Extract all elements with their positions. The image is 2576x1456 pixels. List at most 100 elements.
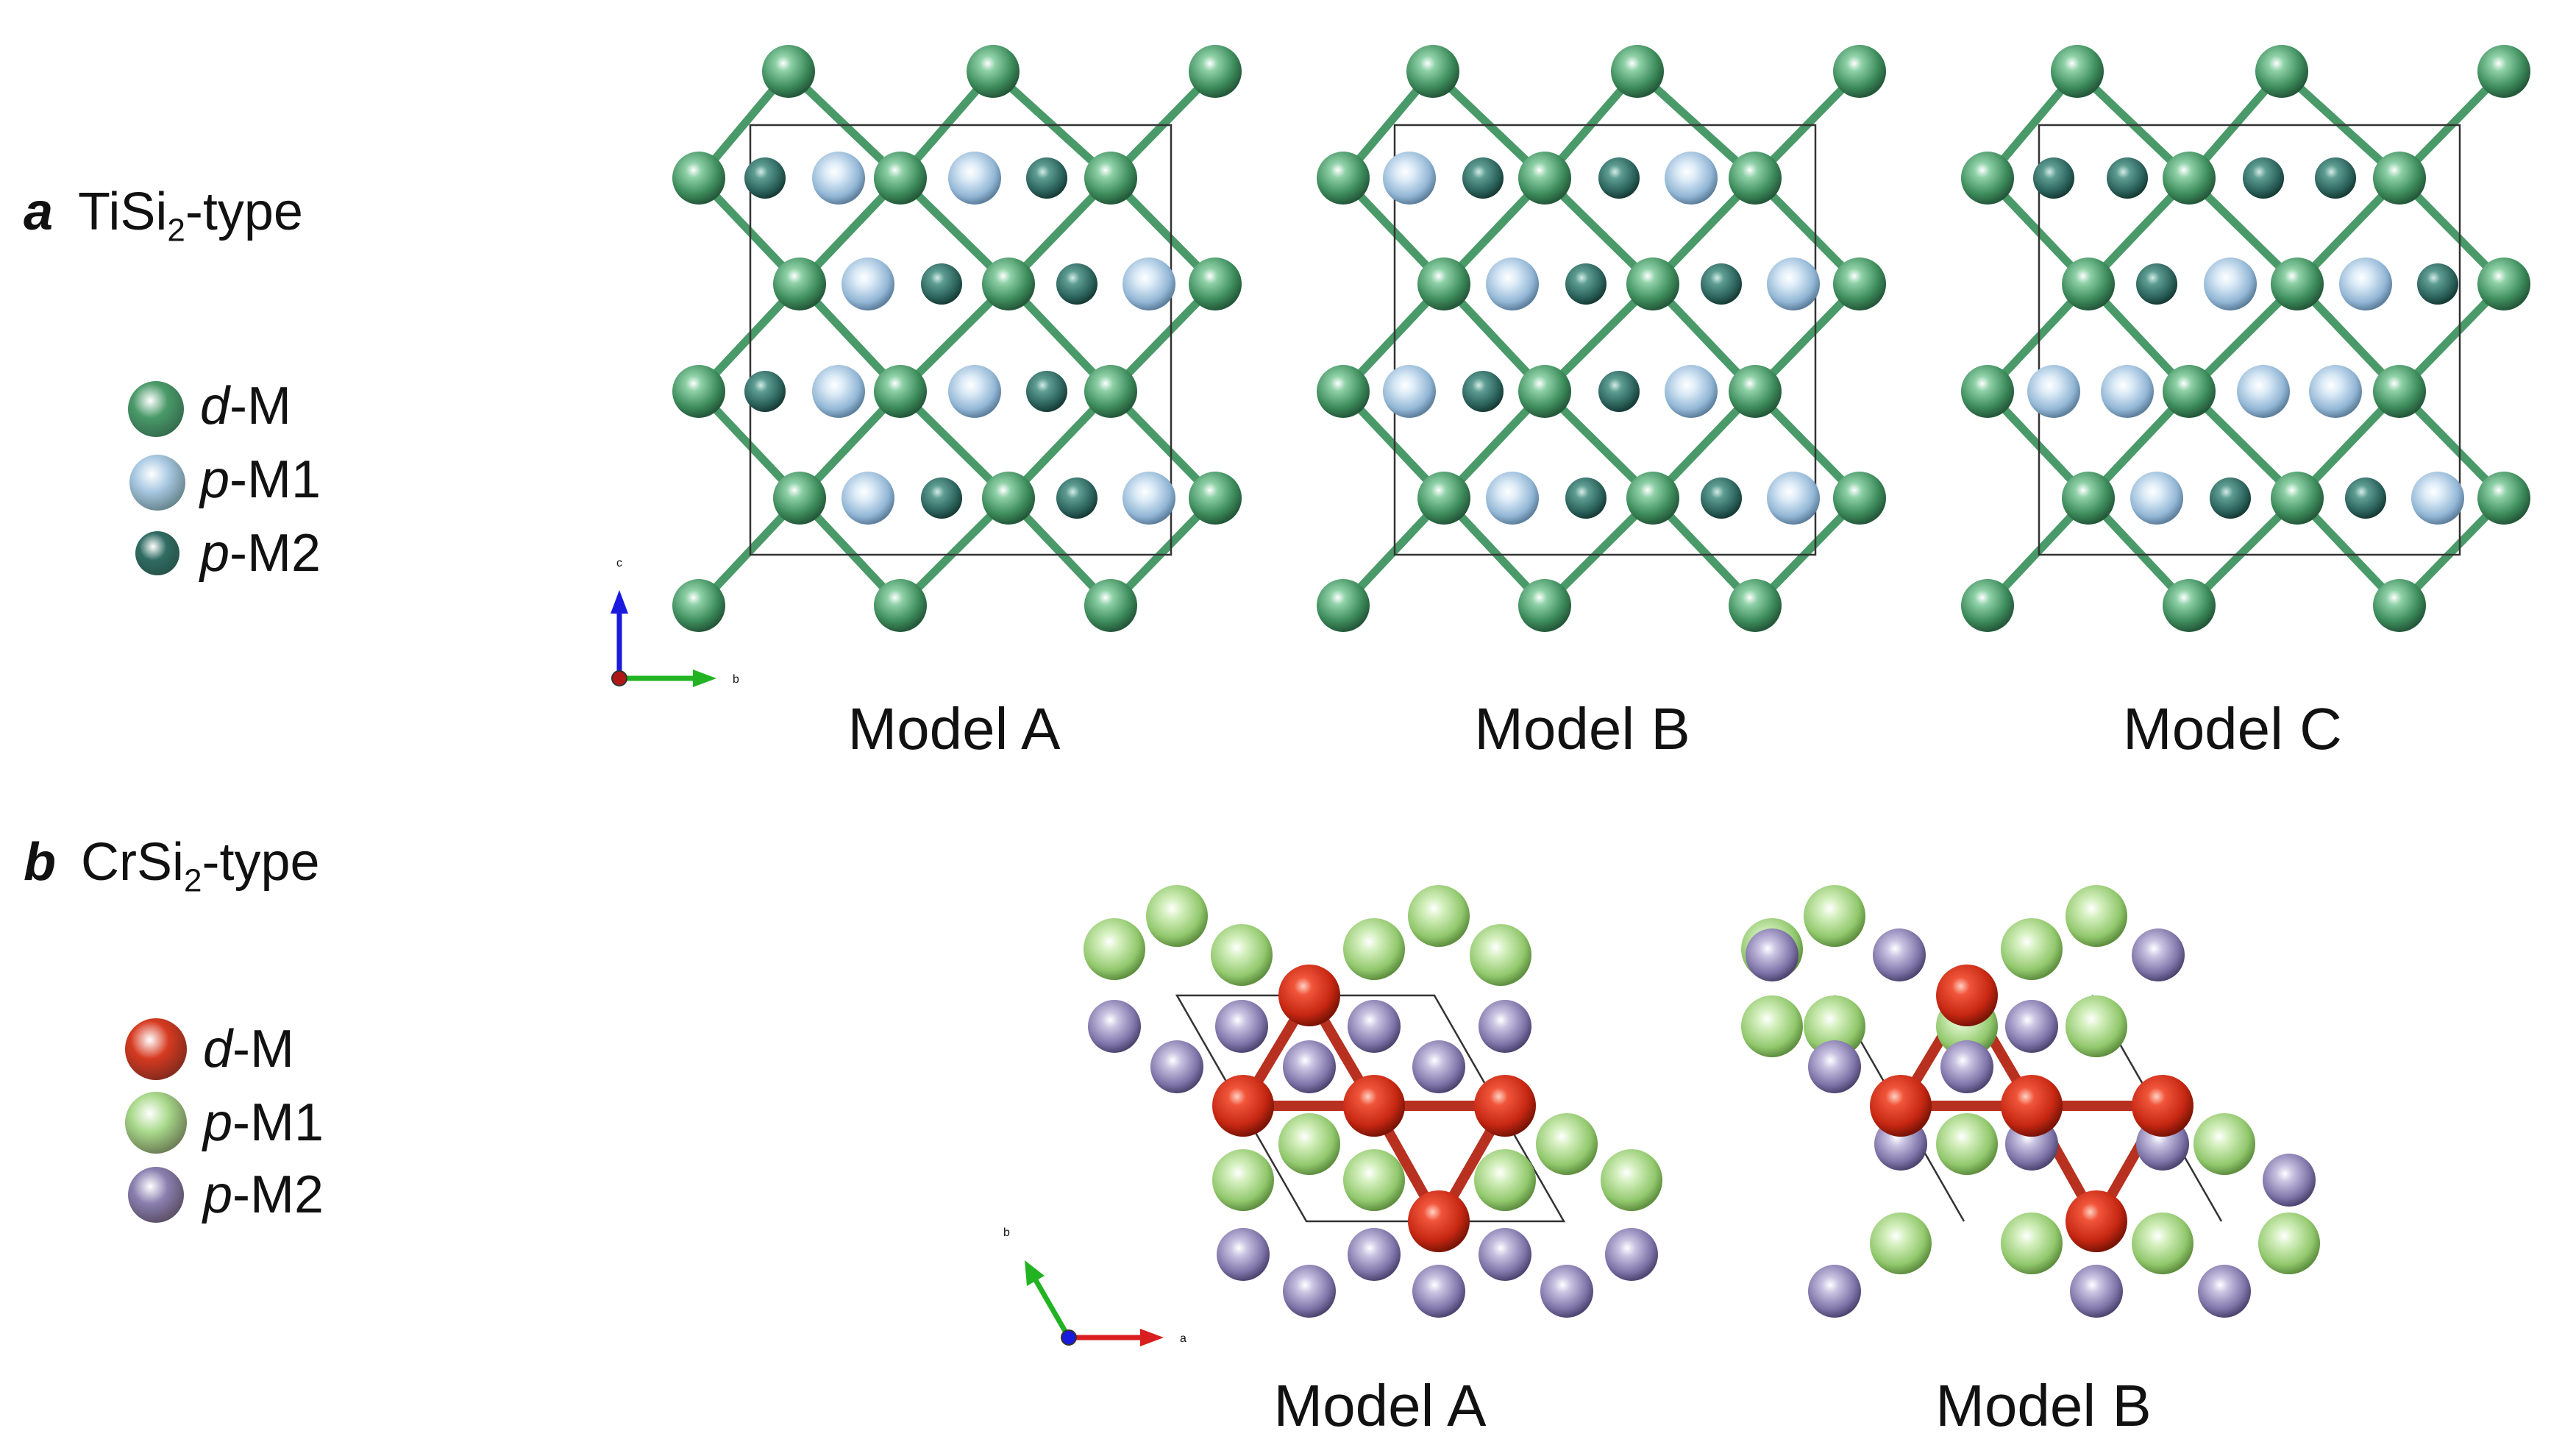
d-m-atom	[1833, 45, 1886, 98]
p-m1-atom	[2130, 472, 2183, 525]
legend-b-row-d-m: d-M	[203, 1023, 294, 1076]
d-m-atom	[874, 365, 927, 418]
p-m2-atom	[2107, 157, 2148, 199]
d-m-atom	[2062, 258, 2115, 310]
legend-a-p-m1-label: -M1	[230, 450, 321, 509]
p-m1-atom	[1383, 365, 1436, 418]
d-m-atom	[1961, 579, 2014, 632]
d-m-atom	[762, 45, 815, 98]
p-m2-atom	[2210, 477, 2251, 519]
d-m-atom	[1729, 152, 1782, 205]
axis-label-a: a	[1180, 1332, 1186, 1345]
legend-b-d-m-italic: d	[203, 1020, 233, 1079]
model-caption-b-2: Model B	[1935, 1373, 2151, 1438]
legend-a-d-m-label: -M	[230, 377, 291, 436]
d-m-atom	[1833, 472, 1886, 525]
p-m1-atom	[2027, 365, 2080, 418]
legend-b-row-p-m2: p-M2	[203, 1168, 324, 1221]
p-m1-atom	[1146, 885, 1208, 947]
d-m-atom	[1518, 579, 1571, 632]
d-m-atom	[1518, 365, 1571, 418]
p-m2-atom	[2136, 263, 2177, 305]
p-m2-atom	[1701, 263, 1742, 305]
d-m-atom	[2062, 472, 2115, 525]
d-m-atom	[2001, 1075, 2063, 1137]
p-m2-atom	[1940, 1040, 1993, 1093]
p-m2-atom	[1462, 157, 1504, 199]
p-m1-atom	[2258, 1212, 2320, 1274]
legend-b-d-m-label: -M	[232, 1020, 294, 1079]
p-m2-atom	[1217, 1228, 1270, 1281]
panel-b-letter: b	[24, 833, 56, 892]
p-m1-atom	[1343, 1149, 1405, 1211]
p-m2-atom	[1026, 157, 1067, 199]
d-m-atom	[1189, 45, 1242, 98]
d-m-atom	[2271, 472, 2324, 525]
p-m1-atom	[2001, 1212, 2063, 1274]
p-m1-atom	[1767, 258, 1820, 310]
d-m-atom	[2477, 472, 2530, 525]
p-m2-atom	[2070, 1265, 2123, 1318]
d-m-atom	[1611, 45, 1664, 98]
p-m2-atom	[1479, 1228, 1531, 1281]
p-m1-atom	[2101, 365, 2154, 418]
d-m-atom	[1417, 472, 1470, 525]
axis-a-arrow	[1140, 1329, 1164, 1346]
d-m-atom	[1729, 365, 1782, 418]
d-m-atom	[2132, 1075, 2193, 1137]
legend-b-p-m1-label: -M1	[232, 1093, 324, 1152]
axis-label-b: b	[733, 673, 739, 686]
d-m-atom	[1961, 152, 2014, 205]
p-m1-atom	[2204, 258, 2257, 310]
d-m-atom	[1212, 1075, 1274, 1137]
axis-b-arrow	[1025, 1260, 1045, 1286]
p-m2-atom	[2033, 157, 2074, 199]
p-m2-atom	[2132, 928, 2185, 981]
d-m-atom	[1278, 965, 1340, 1026]
axis-b-line	[1033, 1279, 1072, 1339]
d-m-atom	[1474, 1075, 1536, 1137]
p-m2-atom	[1215, 1000, 1268, 1053]
p-m1-atom	[948, 152, 1001, 205]
unit-cell-outline	[1393, 124, 1817, 556]
axis-layer	[611, 590, 1164, 1346]
legend-a-dot-p-m1	[129, 455, 185, 511]
d-m-atom	[2477, 45, 2530, 98]
d-m-atom	[2255, 45, 2308, 98]
p-m2-atom	[1540, 1265, 1593, 1318]
p-m1-atom	[1536, 1113, 1598, 1175]
p-m2-atom	[1808, 1040, 1861, 1093]
p-m2-atom	[1462, 371, 1504, 412]
d-m-atom	[874, 579, 927, 632]
p-m2-atom	[1598, 371, 1640, 412]
d-m-atom	[773, 258, 826, 310]
d-m-atom	[1317, 579, 1370, 632]
d-m-atom	[1084, 579, 1137, 632]
p-m1-atom	[1804, 995, 1865, 1057]
p-m1-atom	[2132, 1212, 2193, 1274]
d-m-atom	[1084, 365, 1137, 418]
legend-b-p-m2-label: -M2	[232, 1165, 324, 1224]
p-m1-atom	[842, 472, 894, 525]
p-m1-atom	[1936, 1113, 1998, 1175]
legend-a-dot-p-m2	[135, 531, 179, 575]
p-m2-atom	[1150, 1040, 1203, 1093]
p-m2-atom	[2315, 157, 2356, 199]
d-m-atom	[2163, 579, 2216, 632]
p-m1-atom	[1741, 995, 1803, 1057]
d-m-atom	[2373, 152, 2426, 205]
unit-cell-outline	[1175, 994, 1566, 1223]
p-m2-atom	[1412, 1040, 1465, 1093]
p-m1-atom	[1804, 885, 1865, 947]
panel-b-title-suffix: -type	[202, 833, 320, 892]
bond-layer	[694, 67, 2508, 1226]
p-m1-atom	[2066, 885, 2127, 947]
legend-b-dot-p-m1	[125, 1092, 187, 1154]
axis-label-c: c	[616, 557, 622, 569]
p-m2-atom	[1348, 1000, 1401, 1053]
d-m-atom	[1417, 258, 1470, 310]
d-m-atom	[1833, 258, 1886, 310]
